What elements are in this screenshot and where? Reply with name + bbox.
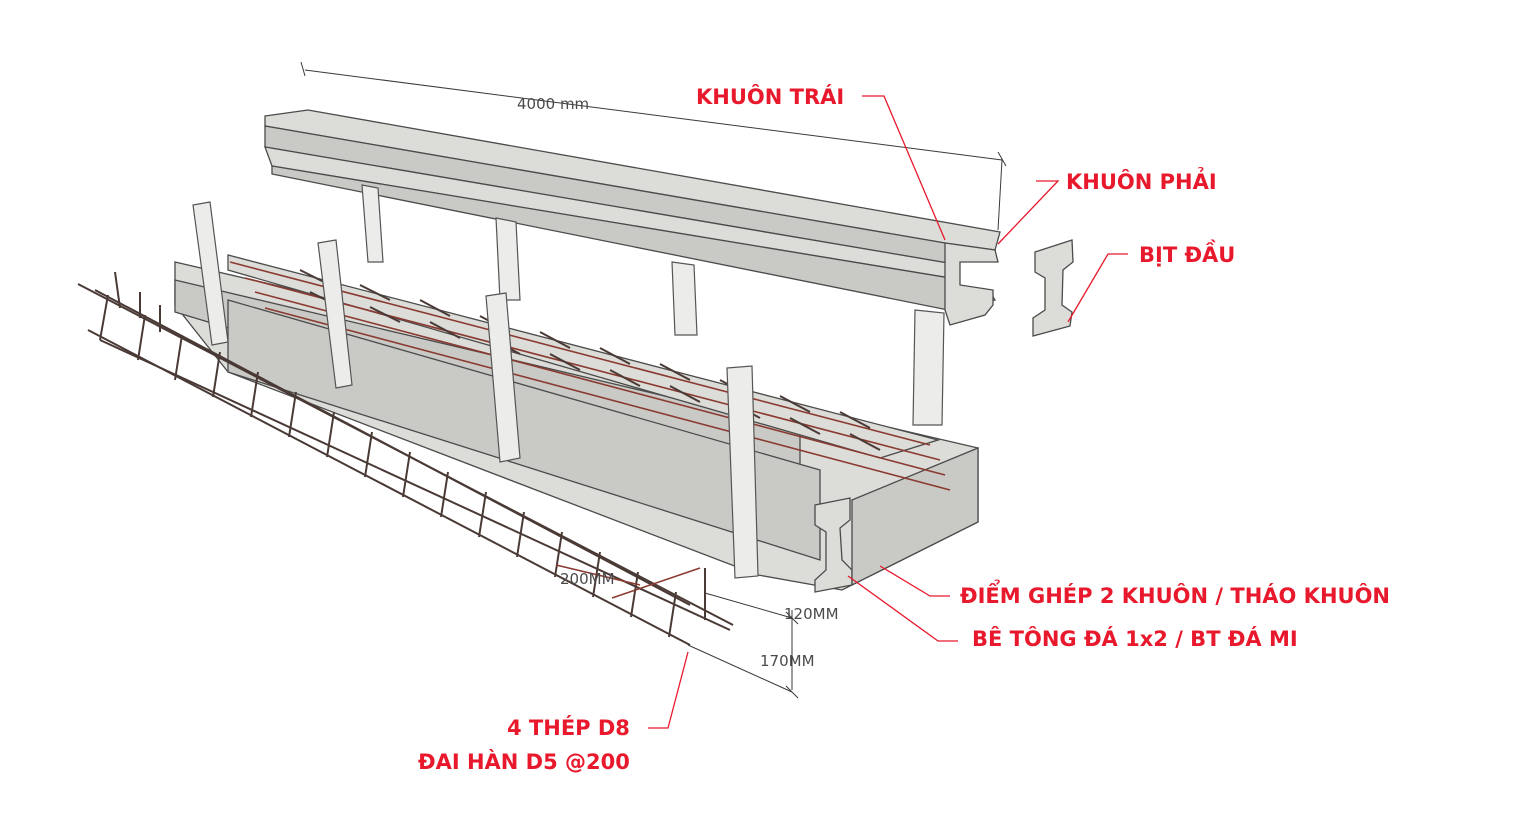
stirrup-spacing-text: 200MM [560, 570, 615, 588]
i-beam-end-cap-icon [1032, 239, 1074, 337]
leader-lines [648, 95, 1128, 729]
rebar-cage [77, 271, 734, 646]
right-mold-label: KHUÔN PHẢI [1066, 167, 1217, 194]
main-rebar-label: 4 THÉP D8 [507, 715, 630, 740]
dimension-cross-section: 200MM 120MM 170MM [560, 570, 839, 699]
left-mold-label: KHUÔN TRÁI [696, 84, 844, 109]
beam-body [174, 254, 979, 593]
left-mold [264, 109, 1001, 326]
length-dimension-text: 4000 mm [517, 95, 589, 113]
width-dimension-text: 120MM [784, 605, 839, 623]
front-posts [192, 201, 759, 579]
rear-posts [361, 184, 945, 426]
dimension-length: 4000 mm [300, 61, 1007, 231]
concrete-label: BÊ TÔNG ĐÁ 1x2 / BT ĐÁ MI [972, 626, 1298, 651]
mold-joint-label: ĐIỂM GHÉP 2 KHUÔN / THÁO KHUÔN [960, 580, 1390, 608]
height-dimension-text: 170MM [760, 652, 815, 670]
stirrup-label: ĐAI HÀN D5 @200 [418, 749, 630, 774]
end-cap-label: BỊT ĐẦU [1139, 239, 1235, 267]
labels: KHUÔN TRÁI KHUÔN PHẢI BỊT ĐẦU ĐIỂM GHÉP … [418, 84, 1390, 774]
